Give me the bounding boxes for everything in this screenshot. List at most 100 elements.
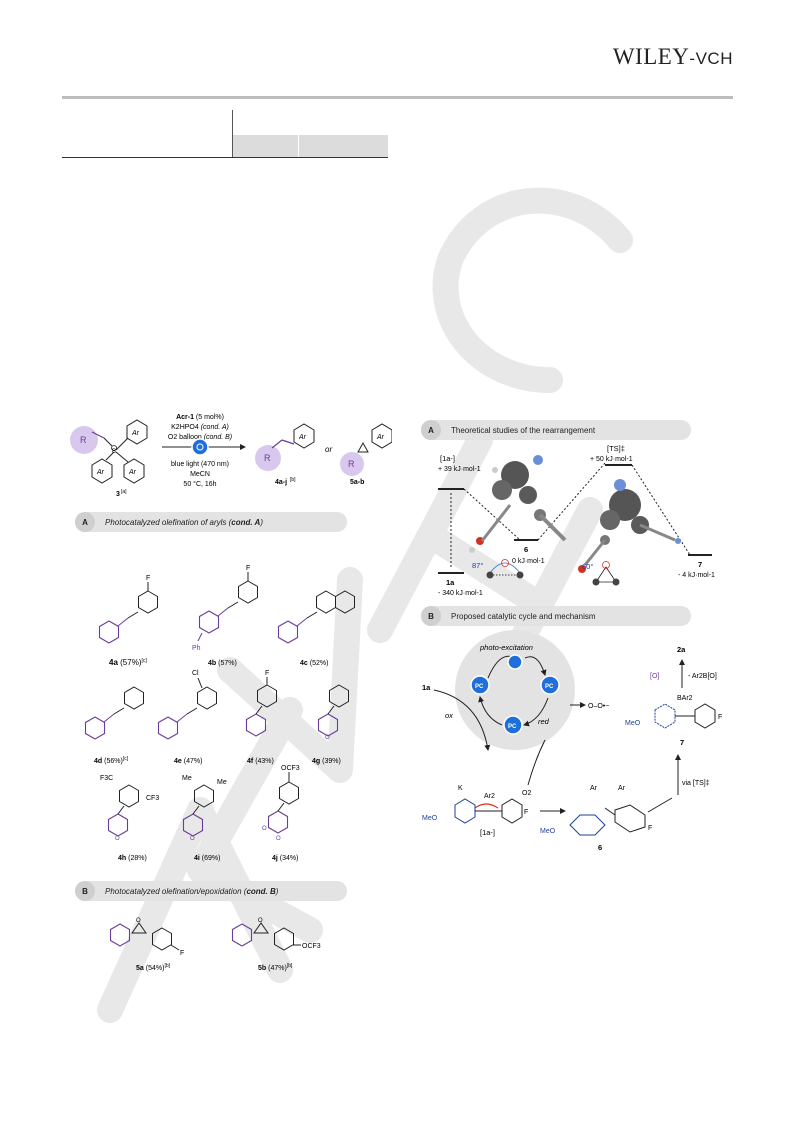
ar-label: Ar xyxy=(128,469,137,476)
label-4f: 4f (43%) xyxy=(247,758,274,765)
s1a-anion-label: [1a-] xyxy=(440,454,455,463)
r-label: R xyxy=(264,453,271,463)
pc-label: PC xyxy=(545,684,554,690)
reactant-label: 3 xyxy=(116,491,120,498)
cond-catalyst: Acr-1 (5 mol%) xyxy=(176,414,224,421)
ar2-label: Ar2 xyxy=(484,793,495,800)
energy-diagram: [1a-] + 39 kJ·mol-1 1a - 340 kJ·mol-1 6 … xyxy=(438,445,715,597)
light-bulb-icon xyxy=(507,654,523,670)
molecule-model-6 xyxy=(469,455,567,553)
f-label: F xyxy=(146,575,150,582)
o-label: O xyxy=(136,918,141,924)
label-4i: 4i (69%) xyxy=(194,855,220,862)
k-label: K xyxy=(458,785,463,792)
o-reagent-label: [O] xyxy=(650,673,659,680)
ar-label: Ar xyxy=(618,785,626,792)
byproduct-label: - Ar2B[O] xyxy=(688,673,717,680)
cond-light: blue light (470 nm) xyxy=(171,461,229,468)
ts-energy: + 50 kJ·mol-1 xyxy=(590,456,633,463)
r-label: R xyxy=(80,435,87,445)
o2-label: O2 xyxy=(522,790,531,797)
s1a-label: 1a xyxy=(446,578,455,587)
s6-label: 6 xyxy=(524,545,528,554)
table-hline xyxy=(62,157,388,158)
compound-4g: O xyxy=(317,684,349,741)
section-a-bar: A Photocatalyzed olefination of aryls (c… xyxy=(75,512,347,532)
reactant-sup: [a] xyxy=(121,489,127,495)
ocf3-label: OCF3 xyxy=(302,943,321,950)
o-label: O xyxy=(276,836,281,842)
angle-87-label: 87° xyxy=(472,561,483,570)
superoxide-label: O–O•− xyxy=(588,703,609,710)
label-4e: 4e (47%) xyxy=(174,758,202,765)
pc-label: PC xyxy=(508,724,517,730)
via-ts-label: via [TS]‡ xyxy=(682,780,710,787)
meo-label: MeO xyxy=(625,720,641,727)
pc-label: PC xyxy=(475,684,484,690)
compound-4h: O F3C CF3 xyxy=(100,775,159,842)
ar-label: Ar xyxy=(376,434,385,441)
watermark xyxy=(97,187,633,1023)
logo-main: WILEY xyxy=(612,44,690,69)
reactant-3: R B Ar Ar Ar 3 [a] xyxy=(70,419,148,498)
or-label: or xyxy=(325,445,332,454)
table-cell-divider xyxy=(298,135,299,157)
r-label: R xyxy=(348,459,355,469)
table-vline xyxy=(232,110,233,158)
s1a-energy: - 340 kJ·mol-1 xyxy=(438,590,483,597)
compound-5a: O F xyxy=(109,918,184,957)
product-5: R Ar 5a-b xyxy=(340,423,392,486)
compound-4c xyxy=(277,590,355,644)
header-rule xyxy=(62,96,733,99)
epoxide-products: O F O OCF3 5a (54%)[b] 5b (47%)[b] xyxy=(109,918,321,972)
o-label: O xyxy=(258,918,263,924)
me-label: Me xyxy=(182,775,192,782)
cl-label: Cl xyxy=(192,670,199,677)
ar-label: Ar xyxy=(131,430,140,437)
cycle-background xyxy=(455,630,575,750)
s6-energy: 0 kJ·mol-1 xyxy=(512,558,545,565)
angle-60-label: 60° xyxy=(582,562,593,571)
boron-label: B xyxy=(112,449,116,455)
ts-label: [TS]‡ xyxy=(607,445,625,453)
compound-4e: Cl xyxy=(157,670,217,740)
o-label: O xyxy=(325,735,330,741)
me-label: Me xyxy=(217,779,227,786)
theory-letter: A xyxy=(421,420,441,440)
cond-solvent: MeCN xyxy=(190,471,210,478)
compound-4a: F xyxy=(98,575,158,644)
ar-label: Ar xyxy=(96,469,105,476)
cond-base: K2HPO4 (cond. A) xyxy=(171,424,229,431)
f-label: F xyxy=(265,670,269,677)
cond-temp: 50 °C, 16h xyxy=(183,480,216,488)
section-a-letter: A xyxy=(75,512,95,532)
intermediate-6: Ar Ar F MeO 6 xyxy=(540,785,652,852)
label-4d: 4d (56%)[c] xyxy=(94,756,129,765)
section-b-bar: B Photocatalyzed olefination/epoxidation… xyxy=(75,881,347,901)
s7-label: 7 xyxy=(698,560,702,569)
f-label: F xyxy=(524,809,528,816)
angle-inset-60: 60° xyxy=(582,561,620,586)
mechanism-title: Proposed catalytic cycle and mechanism xyxy=(451,611,596,621)
theory-title: Theoretical studies of the rearrangement xyxy=(451,425,596,435)
meo-label: MeO xyxy=(540,828,556,835)
f-label: F xyxy=(246,565,250,572)
f-label: F xyxy=(648,825,652,832)
mech-1a-anion-label: [1a-] xyxy=(480,828,495,837)
f-label: F xyxy=(718,714,722,721)
label-4c: 4c (52%) xyxy=(300,660,328,667)
f-label: F xyxy=(180,950,184,957)
ocf3-label: OCF3 xyxy=(281,765,300,772)
product-b-label: 5a-b xyxy=(350,479,364,486)
section-b-letter: B xyxy=(75,881,95,901)
cond-oxidant: O2 balloon (cond. B) xyxy=(168,434,232,441)
product-structures: F F Ph 4a (57%)[c] 4b (57%) 4c (52%) Cl … xyxy=(84,565,355,862)
ph-label: Ph xyxy=(192,645,201,652)
o-label: O xyxy=(115,836,120,842)
f3c-label: F3C xyxy=(100,775,113,782)
meo-label: MeO xyxy=(422,815,438,822)
angle-inset-87: 87° xyxy=(472,559,524,579)
label-4g: 4g (39%) xyxy=(312,758,341,765)
label-5a: 5a (54%)[b] xyxy=(136,963,171,972)
pc-ground xyxy=(470,675,490,695)
